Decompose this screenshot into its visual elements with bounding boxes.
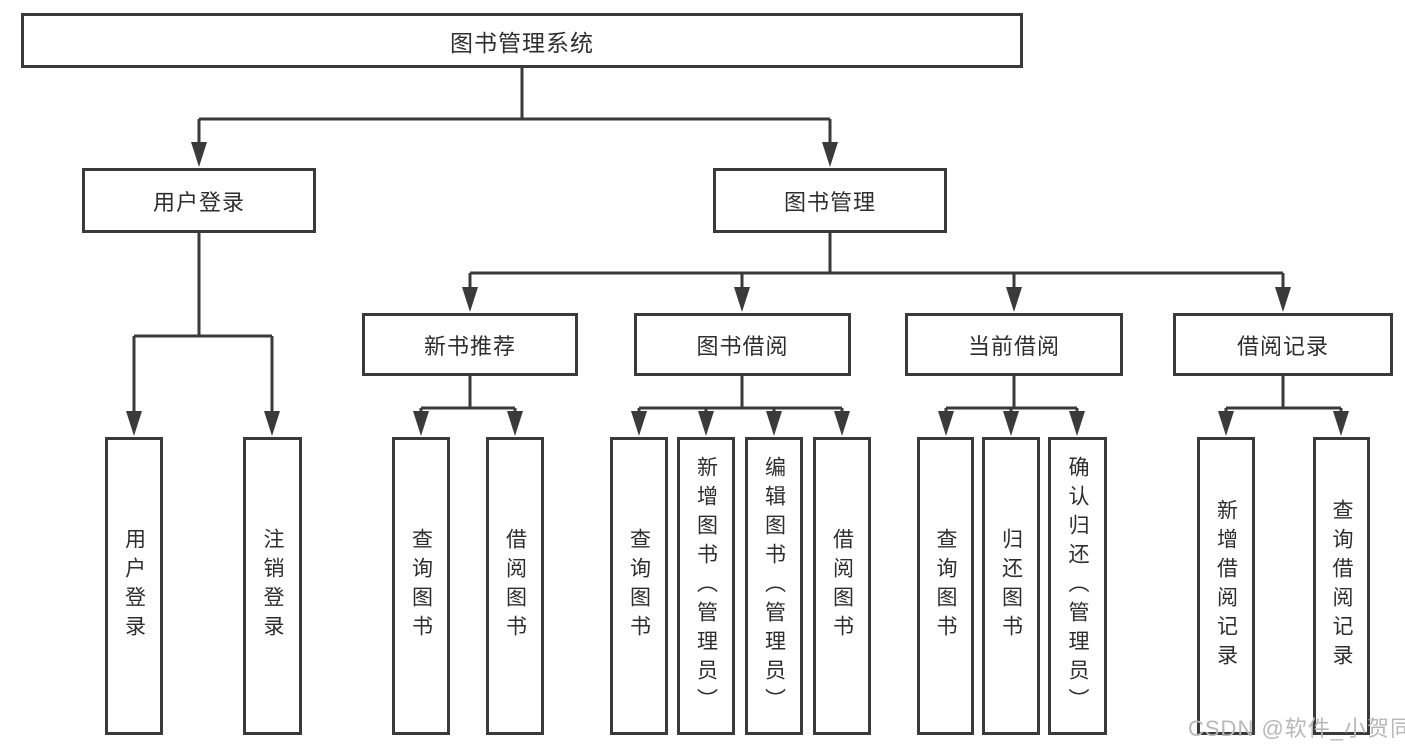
node-current-borrow: 当前借阅 <box>905 313 1123 376</box>
node-current-borrow-label: 当前借阅 <box>967 333 1060 359</box>
node-root: 图书管理系统 <box>21 13 1023 68</box>
leaf-query-books-current: 查询图书 <box>917 437 974 735</box>
arrow-down <box>938 411 954 436</box>
leaf-label: 查询图书 <box>409 528 433 644</box>
node-user-login: 用户登录 <box>82 168 316 233</box>
node-borrow-records: 借阅记录 <box>1173 313 1393 376</box>
leaf-label: 借阅图书 <box>503 528 527 644</box>
arrow-down <box>191 142 207 167</box>
arrow-down <box>264 411 280 436</box>
arrow-down <box>1218 411 1234 436</box>
leaf-label: 查询图书 <box>934 528 957 644</box>
arrow-down <box>766 411 782 436</box>
node-book-management: 图书管理 <box>713 168 947 233</box>
node-new-book-recommend: 新书推荐 <box>362 313 578 376</box>
node-book-borrow: 图书借阅 <box>634 313 851 376</box>
arrow-down <box>631 411 647 436</box>
arrow-down <box>1069 411 1085 436</box>
arrow-down <box>507 411 523 436</box>
arrow-down <box>834 411 850 436</box>
node-new-book-recommend-label: 新书推荐 <box>423 333 516 359</box>
arrow-down <box>1003 411 1019 436</box>
watermark: CSDN @软件_小贺同学 <box>1188 716 1405 741</box>
node-book-borrow-label: 图书借阅 <box>696 333 789 359</box>
arrow-down <box>734 287 750 312</box>
node-book-management-label: 图书管理 <box>783 189 876 215</box>
leaf-label: 查询借阅记录 <box>1330 499 1353 673</box>
arrow-down <box>126 411 142 436</box>
arrow-down <box>822 142 838 167</box>
arrow-down <box>413 411 429 436</box>
node-borrow-records-label: 借阅记录 <box>1236 333 1329 359</box>
leaf-label: 借阅图书 <box>830 528 854 644</box>
node-user-login-label: 用户登录 <box>152 189 245 215</box>
leaf-label: 确认归还（管理员） <box>1066 455 1089 717</box>
leaf-user-login: 用户登录 <box>105 437 163 735</box>
arrow-down <box>462 287 478 312</box>
leaf-label: 查询图书 <box>627 528 651 644</box>
leaf-add-borrow-record: 新增借阅记录 <box>1197 437 1255 735</box>
arrow-down <box>1275 287 1291 312</box>
leaf-label: 新增图书（管理员） <box>694 455 718 717</box>
leaf-borrow-books-recommend: 借阅图书 <box>486 437 544 735</box>
leaf-return-books: 归还图书 <box>982 437 1040 735</box>
leaf-add-books-admin: 新增图书（管理员） <box>677 437 735 735</box>
leaf-label: 编辑图书（管理员） <box>762 455 786 717</box>
node-root-label: 图书管理系统 <box>450 29 594 56</box>
leaf-query-books-recommend: 查询图书 <box>392 437 450 735</box>
leaf-label: 新增借阅记录 <box>1214 499 1238 673</box>
leaf-user-login-label: 用户登录 <box>122 528 146 644</box>
leaf-query-borrow-record: 查询借阅记录 <box>1313 437 1370 735</box>
leaf-logout: 注销登录 <box>243 437 302 735</box>
leaf-query-books-borrow: 查询图书 <box>610 437 668 735</box>
leaf-logout-label: 注销登录 <box>261 528 284 644</box>
leaf-borrow-books: 借阅图书 <box>813 437 871 735</box>
arrow-down <box>1006 287 1022 312</box>
arrow-down <box>698 411 714 436</box>
arrow-down <box>1333 411 1349 436</box>
leaf-edit-books-admin: 编辑图书（管理员） <box>745 437 803 735</box>
leaf-confirm-return-admin: 确认归还（管理员） <box>1048 437 1107 735</box>
leaf-label: 归还图书 <box>999 528 1023 644</box>
